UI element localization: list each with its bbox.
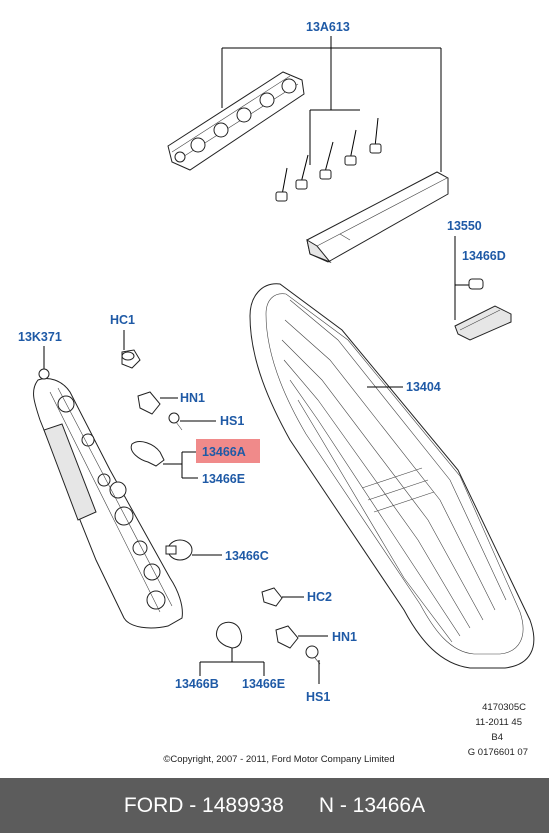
nut-HN1-bottom <box>275 625 328 649</box>
exploded-parts-diagram: 13A613 13550 13466D 13K371 HC1 HN1 HS1 1… <box>18 20 535 765</box>
label-13466D[interactable]: 13466D <box>462 249 506 263</box>
leader-13A613 <box>221 36 442 172</box>
label-13466E-bottom[interactable]: 13466E <box>242 677 285 691</box>
bulb-13466A <box>130 441 198 479</box>
copyright-text: ©Copyright, 2007 - 2011, Ford Motor Comp… <box>163 754 394 765</box>
lamp-housing-box <box>306 171 449 264</box>
ref-code-3: B4 <box>491 732 503 743</box>
wire-harness-13A613 <box>167 71 305 171</box>
label-13466C[interactable]: 13466C <box>225 549 269 563</box>
label-HC1[interactable]: HC1 <box>110 313 135 327</box>
screw-HS1-bottom <box>305 645 321 684</box>
ref-code-1: 4170305C <box>482 702 526 713</box>
label-HN1-top[interactable]: HN1 <box>180 391 205 405</box>
label-13466A[interactable]: 13466A <box>202 445 246 459</box>
wedge-bulbs <box>275 117 382 202</box>
nut-HN1-top <box>137 391 178 415</box>
ref-code-4: G 0176601 07 <box>468 747 528 758</box>
screw-HS1-top <box>168 412 216 431</box>
footer-ref-number: N - 13466A <box>318 793 426 817</box>
bulb-13466B <box>199 621 265 676</box>
lens-13404 <box>249 283 535 669</box>
label-HS1-top[interactable]: HS1 <box>220 414 244 428</box>
label-13404[interactable]: 13404 <box>406 380 441 394</box>
label-HC2[interactable]: HC2 <box>307 590 332 604</box>
footer-part-number: FORD - 1489938 <box>123 793 284 817</box>
socket-13550 <box>454 278 512 341</box>
label-13K371[interactable]: 13K371 <box>18 330 62 344</box>
label-HN1-bottom[interactable]: HN1 <box>332 630 357 644</box>
bulb-13466C <box>165 539 222 561</box>
label-HS1-bottom[interactable]: HS1 <box>306 690 330 704</box>
bulb-holder-13K371 <box>33 346 183 629</box>
clip-HC1 <box>121 330 141 369</box>
highlight-13466A <box>196 439 260 463</box>
footer-spacer <box>284 794 319 818</box>
label-13466B[interactable]: 13466B <box>175 677 219 691</box>
clip-HC2 <box>261 587 304 607</box>
label-13466E-top[interactable]: 13466E <box>202 472 245 486</box>
label-13550[interactable]: 13550 <box>447 219 482 233</box>
label-13A613[interactable]: 13A613 <box>306 20 350 34</box>
ref-code-2: 11-2011 45 <box>475 717 522 728</box>
footer-bar: FORD - 1489938 N - 13466A <box>0 778 549 833</box>
